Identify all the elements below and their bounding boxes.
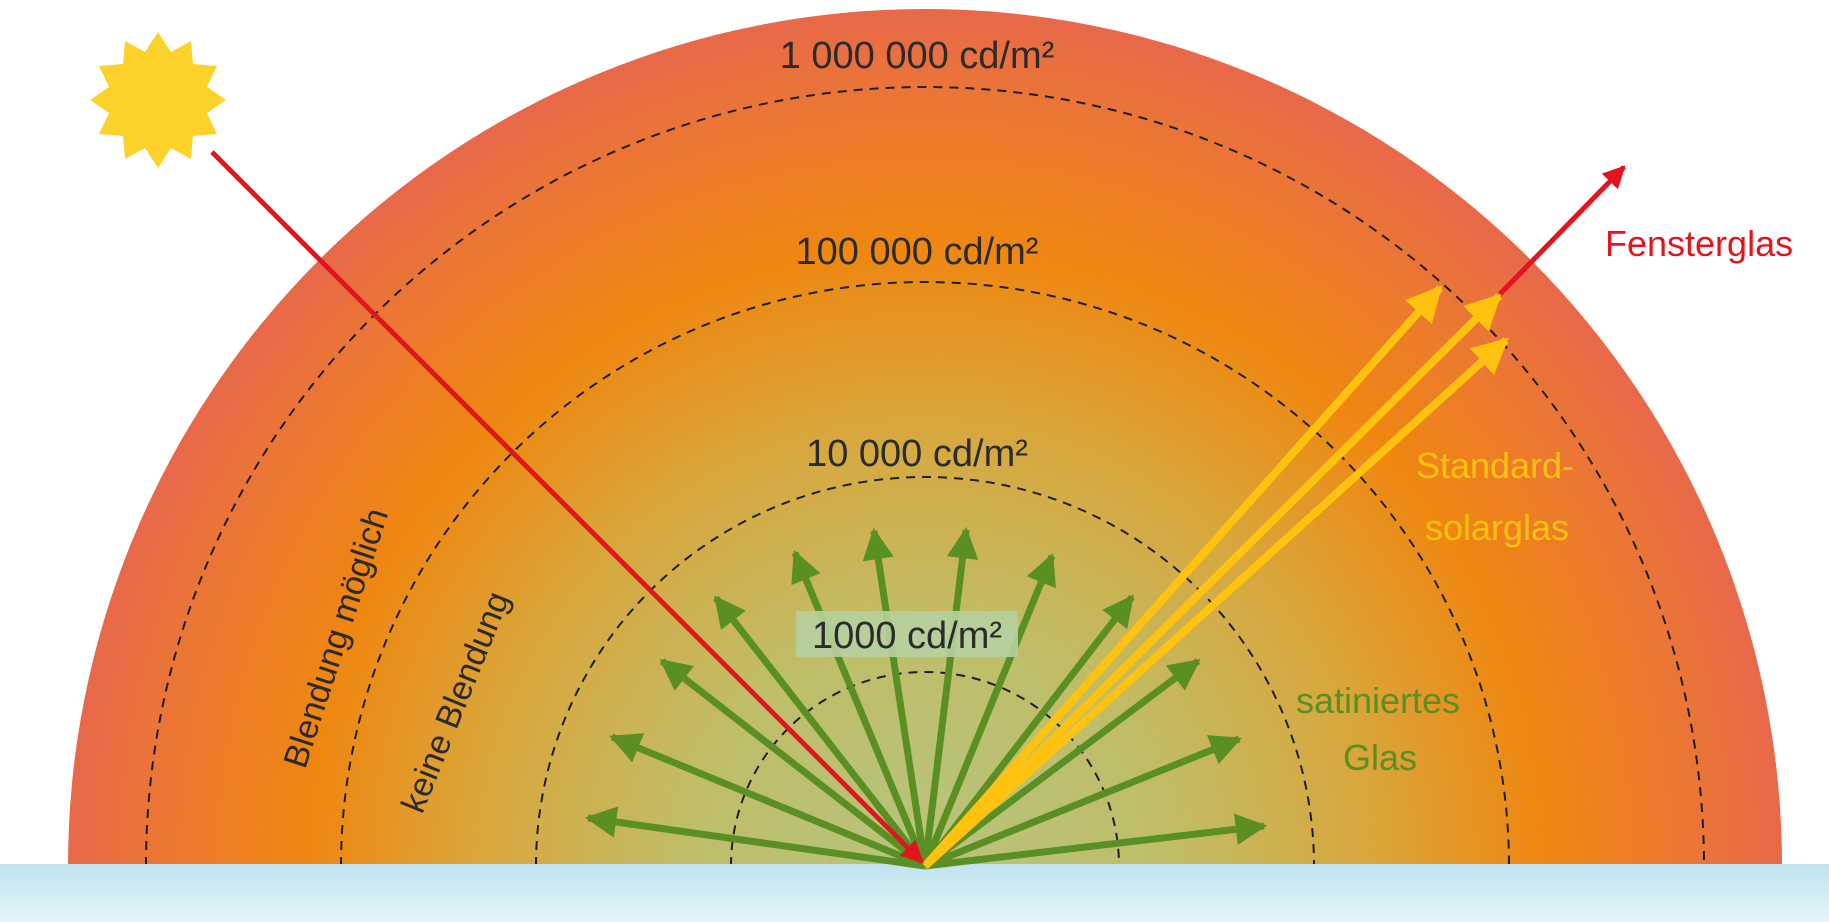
boundary-1000: [730, 671, 1120, 867]
label-1000-background: [796, 611, 1018, 657]
standard-solar-glass-label-line1: Standard-: [1416, 445, 1574, 486]
luminance-label-1000000: 1 000 000 cd/m²: [780, 35, 1055, 77]
satin-ray: [922, 658, 1201, 869]
satin-ray: [921, 553, 1056, 868]
satin-ray: [921, 526, 979, 867]
satin-glass-rays: [584, 526, 1268, 870]
satin-ray: [584, 806, 926, 870]
standard-solar-glass-label-line2: solarglas: [1425, 507, 1569, 548]
window-glass-ray: [1498, 165, 1626, 296]
satin-glass-label-line2: Glas: [1343, 737, 1417, 778]
luminance-boundaries: [145, 86, 1705, 867]
solar-ray: [922, 337, 1509, 869]
luminance-label-10000: 10 000 cd/m²: [806, 433, 1028, 475]
satin-ray: [659, 658, 928, 869]
incident-sun-ray: [210, 150, 924, 864]
boundary-1000000: [145, 86, 1705, 867]
window-glass-label: Fensterglas: [1605, 223, 1793, 264]
luminance-dome: [68, 9, 1782, 866]
satin-ray: [862, 527, 929, 867]
satin-glass-label-line1: satiniertes: [1296, 680, 1460, 721]
satin-ray: [923, 735, 1242, 870]
solar-ray: [922, 285, 1443, 869]
luminance-label-1000: 1000 cd/m²: [812, 615, 1002, 657]
luminance-label-100000: 100 000 cd/m²: [796, 231, 1039, 273]
red-rays: [210, 150, 1626, 864]
satin-ray: [924, 813, 1268, 870]
standard-solar-rays: [922, 285, 1509, 869]
solar-ray: [922, 293, 1502, 869]
satin-ray: [791, 550, 929, 868]
ground-surface: [0, 864, 1829, 922]
satin-ray: [713, 595, 928, 869]
boundary-100000: [340, 281, 1510, 867]
satin-ray: [609, 733, 927, 870]
satin-ray: [922, 594, 1135, 869]
boundary-10000: [535, 476, 1315, 867]
sun-icon: [90, 32, 226, 168]
